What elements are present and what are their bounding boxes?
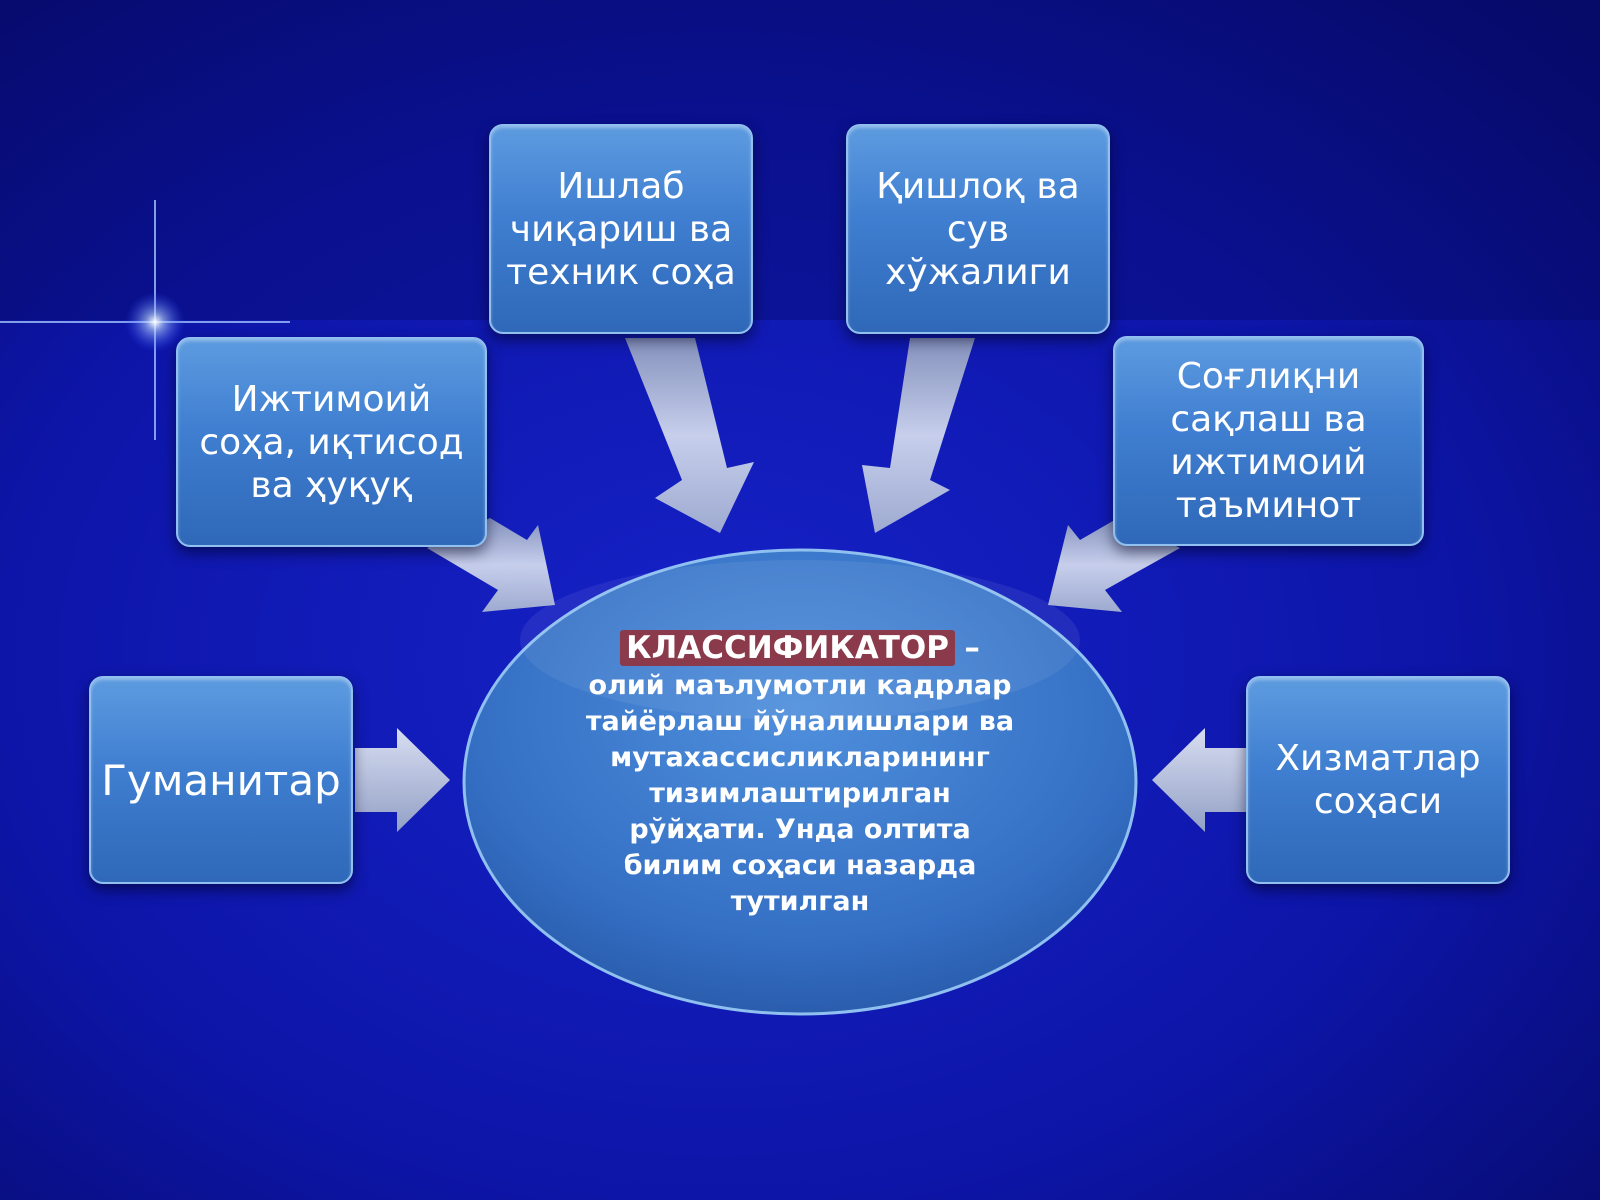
center-dash: – (964, 630, 980, 666)
star-flare-icon (0, 200, 290, 440)
arrow-from-production (625, 338, 754, 533)
box-agriculture-label: Қишлоқ ва сув хўжалиги (876, 165, 1080, 293)
center-description: олий маълумотли кадрлар тайёрлаш йўналиш… (585, 670, 1015, 917)
center-title: КЛАССИФИКАТОР (620, 630, 955, 666)
box-services: Хизматлар соҳаси (1246, 676, 1510, 884)
center-ellipse (462, 548, 1138, 1016)
box-services-label: Хизматлар соҳаси (1275, 738, 1481, 822)
arrow-from-agriculture (862, 338, 975, 533)
box-production: Ишлаб чиқариш ва техник соҳа (489, 124, 753, 334)
arrow-from-services (1152, 728, 1248, 832)
box-social: Ижтимоий соҳа, иқтисод ва ҳуқуқ (176, 337, 487, 547)
box-health: Соғлиқни сақлаш ва ижтимоий таъминот (1113, 336, 1424, 546)
box-humanities-label: Гуманитар (101, 755, 341, 805)
box-production-label: Ишлаб чиқариш ва техник соҳа (506, 165, 736, 293)
box-agriculture: Қишлоқ ва сув хўжалиги (846, 124, 1110, 334)
background-dark-band (0, 0, 1600, 320)
box-social-label: Ижтимоий соҳа, иқтисод ва ҳуқуқ (199, 378, 464, 506)
box-humanities: Гуманитар (89, 676, 353, 884)
center-text: КЛАССИФИКАТОР – олий маълумотли кадрлар … (520, 630, 1080, 930)
box-health-label: Соғлиқни сақлаш ва ижтимоий таъминот (1170, 356, 1367, 526)
arrow-from-humanities (355, 728, 450, 832)
